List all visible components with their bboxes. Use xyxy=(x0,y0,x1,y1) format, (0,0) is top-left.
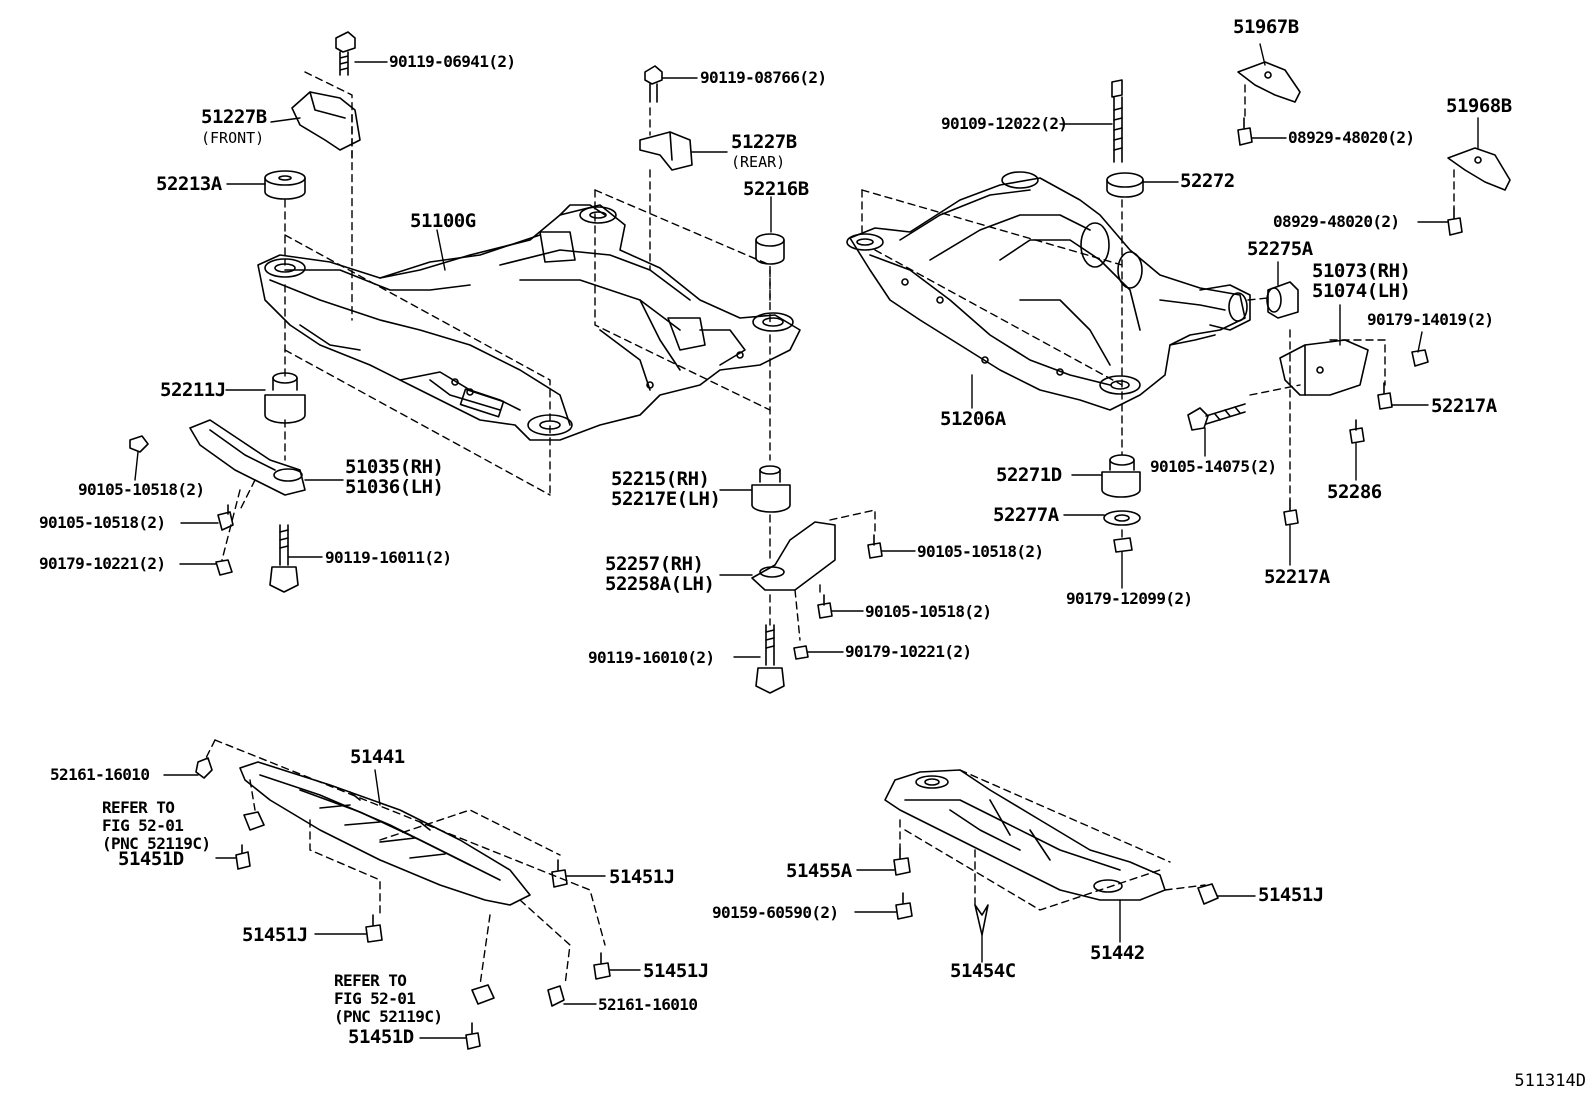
part-label: 52217E(LH) xyxy=(611,488,721,510)
part-label: 90105-10518(2) xyxy=(78,480,205,499)
part-label: 51451J xyxy=(609,866,675,888)
front-small-parts xyxy=(129,31,883,694)
part-label: 90105-14075(2) xyxy=(1150,457,1277,476)
part-label: 51206A xyxy=(940,408,1006,430)
part-note: FIG 52-01 xyxy=(334,989,416,1008)
part-label: 08929-48020(2) xyxy=(1288,128,1415,147)
part-label: 90179-14019(2) xyxy=(1367,310,1494,329)
part-label: 90119-08766(2) xyxy=(700,68,827,87)
part-note: (PNC 52119C) xyxy=(102,834,211,853)
part-label: 52215(RH) xyxy=(611,468,710,490)
part-label: 51967B xyxy=(1233,16,1299,38)
part-label: 52272 xyxy=(1180,170,1235,192)
part-label: 51451D xyxy=(118,848,184,870)
part-label: 51451J xyxy=(242,924,308,946)
part-label: 51451D xyxy=(348,1026,414,1048)
part-label: 08929-48020(2) xyxy=(1273,212,1400,231)
part-label: 90109-12022(2) xyxy=(941,114,1068,133)
part-label: 90179-10221(2) xyxy=(39,554,166,573)
front-crossmember-51100G xyxy=(257,204,801,441)
part-label: 90119-16010(2) xyxy=(588,648,715,667)
part-label: 51073(RH) xyxy=(1312,260,1411,282)
part-label: 52217A xyxy=(1431,395,1497,417)
part-label: 52271D xyxy=(996,464,1062,486)
part-label: 90179-12099(2) xyxy=(1066,589,1193,608)
part-label: 52161-16010 xyxy=(598,995,698,1014)
leader-lines xyxy=(134,43,1479,1039)
part-label: 52211J xyxy=(160,379,226,401)
part-label: 51451J xyxy=(1258,884,1324,906)
part-label: 52217A xyxy=(1264,566,1330,588)
engine-under-cover-51442 xyxy=(884,769,1219,936)
dashed-alignment-lines xyxy=(204,71,1455,986)
part-note: (PNC 52119C) xyxy=(334,1007,443,1026)
part-label: 90179-10221(2) xyxy=(845,642,972,661)
part-label: 51454C xyxy=(950,960,1016,982)
part-label: 51455A xyxy=(786,860,852,882)
part-label: 51451J xyxy=(643,960,709,982)
part-label: 52275A xyxy=(1247,238,1313,260)
part-label: 51100G xyxy=(410,210,476,232)
part-label: 90159-60590(2) xyxy=(712,903,839,922)
part-label: 51074(LH) xyxy=(1312,280,1411,302)
part-label: 52258A(LH) xyxy=(605,573,715,595)
rear-crossmember-51206A xyxy=(846,171,1251,411)
part-label: 90119-16011(2) xyxy=(325,548,452,567)
part-label: 51227B xyxy=(731,131,797,153)
part-label: 52213A xyxy=(156,173,222,195)
part-note: REFER TO xyxy=(334,971,407,990)
diagram-code: 511314D xyxy=(1514,1071,1586,1091)
rear-small-parts xyxy=(1101,61,1511,553)
part-label: 90119-06941(2) xyxy=(389,52,516,71)
part-label: 52257(RH) xyxy=(605,553,704,575)
engine-under-cover-51441 xyxy=(195,757,611,1050)
part-label: 51968B xyxy=(1446,95,1512,117)
part-label: 51227B xyxy=(201,106,267,128)
part-label: 51441 xyxy=(350,746,405,768)
part-label: 52216B xyxy=(743,178,809,200)
part-note: (REAR) xyxy=(731,153,786,171)
part-label: 51442 xyxy=(1090,942,1145,964)
part-note: (FRONT) xyxy=(201,129,265,147)
part-note: REFER TO xyxy=(102,798,175,817)
part-label: 90105-10518(2) xyxy=(865,602,992,621)
part-note: FIG 52-01 xyxy=(102,816,184,835)
part-label: 51036(LH) xyxy=(345,476,444,498)
part-label: 90105-10518(2) xyxy=(39,513,166,532)
part-label: 52161-16010 xyxy=(50,765,150,784)
part-label: 90105-10518(2) xyxy=(917,542,1044,561)
part-label: 52286 xyxy=(1327,481,1382,503)
part-label: 51035(RH) xyxy=(345,456,444,478)
part-label: 52277A xyxy=(993,504,1059,526)
